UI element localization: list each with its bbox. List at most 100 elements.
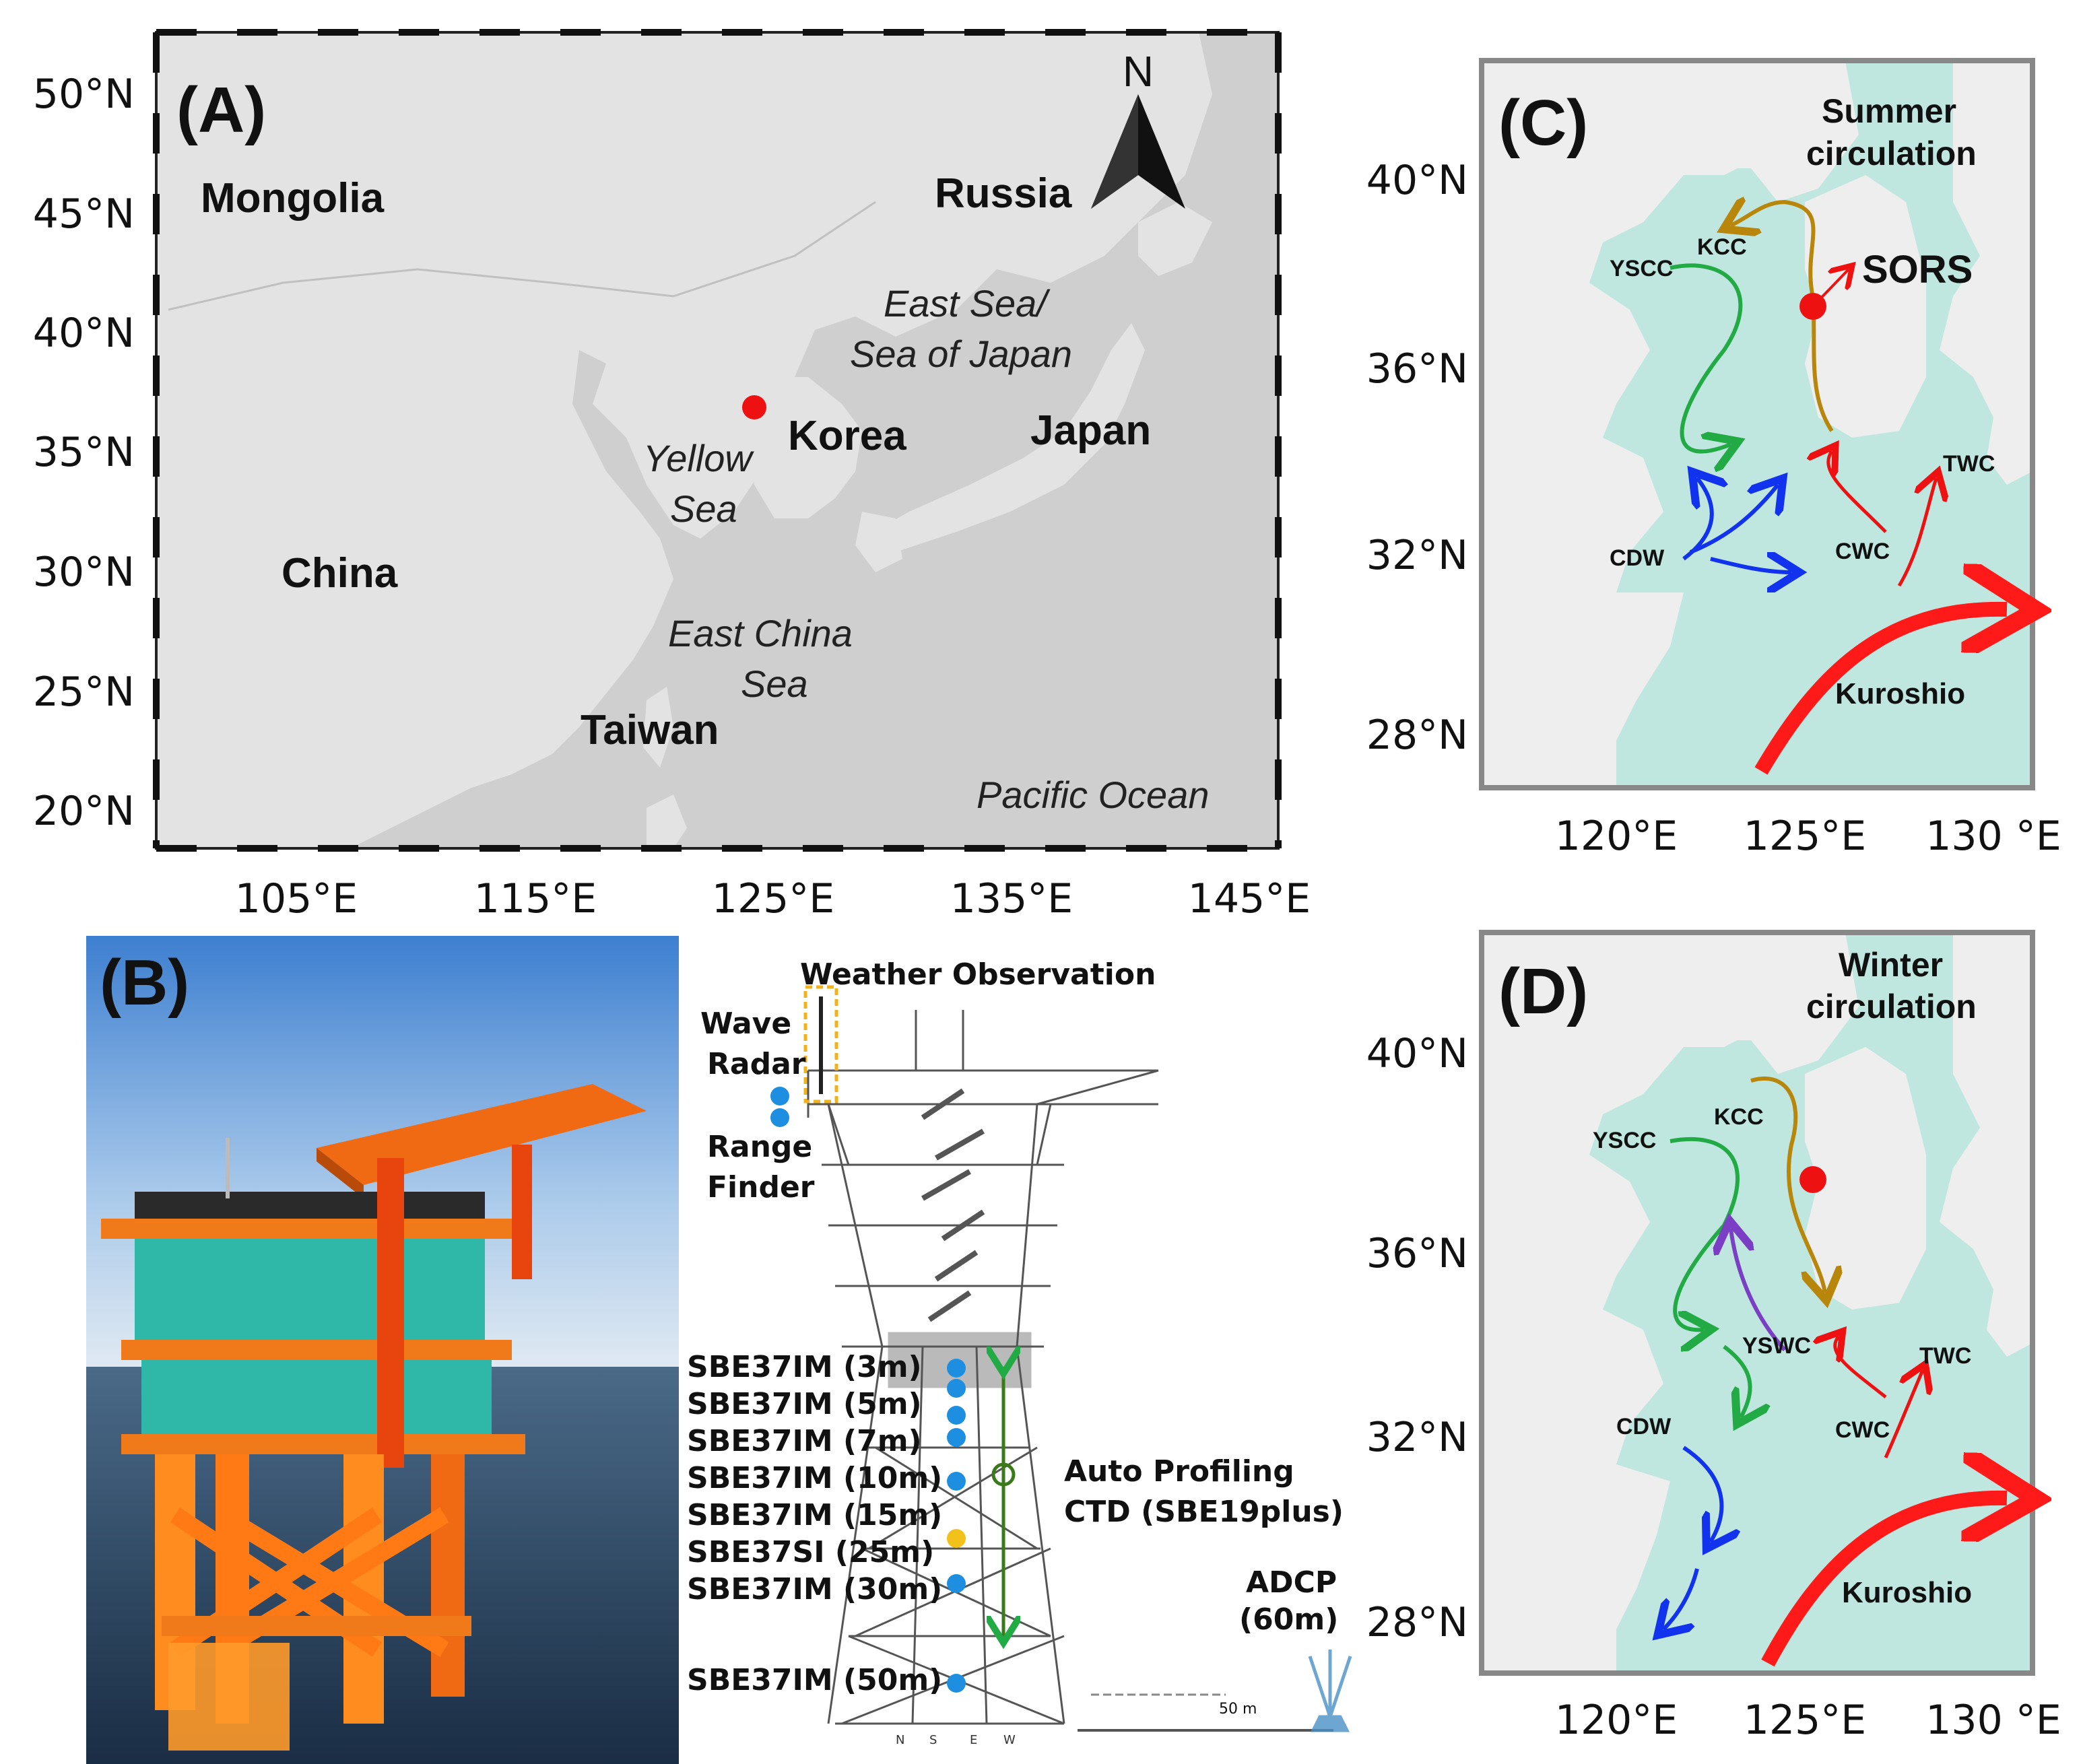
sors-label: SORS [1862,248,1973,292]
cdw-label-c: CDW [1610,545,1665,571]
sensor-label-8: SBE37IM (50m) [687,1663,942,1697]
distance-label: 50 m [1219,1701,1257,1718]
yswc-label-d: YSWC [1742,1333,1811,1359]
yswc-current-d [1731,1229,1787,1351]
panel-c-korea [1805,175,1926,438]
panel-d-lon-120: 120°E [1555,1697,1678,1744]
sensor-labels: SBE37IM (3m) SBE37IM (5m) SBE37IM (7m) S… [687,1350,942,1697]
lon-tick-125: 125°E [712,875,834,922]
cdw-label-d: CDW [1616,1414,1672,1439]
panel-a-kyushu [855,512,902,572]
lat-tick-25: 25°N [33,669,135,716]
lon-tick-135: 135°E [950,875,1073,922]
sensor-dots [947,1359,966,1693]
range-finder-line2: Finder [707,1170,815,1205]
cwc-label-c: CWC [1835,539,1890,564]
panel-a-mainland [156,32,1212,848]
lon-tick-105: 105°E [235,875,358,922]
sensor-label-3: SBE37IM (7m) [687,1424,922,1458]
twc-current-d [1884,1370,1923,1459]
sea-ecs-line1: East China [668,612,853,654]
panel-c-lat-40: 40°N [1366,157,1468,204]
ysc-label-c: YSCC [1610,256,1673,281]
cwc-label-d: CWC [1835,1417,1890,1443]
profiler-line1: Auto Profiling [1064,1454,1294,1489]
panel-c-lon-125: 125°E [1744,813,1866,860]
kcc-label-d: KCC [1714,1104,1764,1130]
country-russia: Russia [935,170,1072,217]
sensor-dot-2 [947,1379,966,1398]
panel-c-japan [1940,61,2032,485]
north-arrow: N [1091,47,1185,209]
sensor-dot-6 [947,1529,966,1548]
twc-label-d: TWC [1919,1343,1971,1369]
sensor-dot-4 [947,1428,966,1447]
kcc-current-c [1731,202,1834,432]
panel-d-frame [1479,930,2035,1676]
sea-ecs-line2: Sea [741,663,808,705]
cdw-current-d-2 [1663,1568,1699,1629]
panel-a-frame-ticks [153,29,1282,852]
panel-b-schematic: Weather Observation Wave Radar Range Fin… [687,957,1352,1747]
panel-c-map: (C) Summer circulation YSCC KCC SORS CDW… [1366,58,2061,860]
panel-a-label: (A) [176,74,266,146]
panel-c-title2: circulation [1806,135,1977,172]
panel-b-photo: (B) [86,936,679,1764]
adcp-line1: ADCP [1246,1565,1337,1600]
cdw-current-c-2 [1689,485,1778,554]
panel-d-lon-130: 130 °E [1925,1697,2061,1744]
sensor-label-4: SBE37IM (10m) [687,1461,942,1495]
panel-d-title1: Winter [1839,946,1943,984]
range-finder-line1: Range [707,1130,812,1164]
panel-c-lat-28: 28°N [1366,712,1468,759]
dir-w: W [1003,1733,1016,1747]
dir-n: N [896,1733,904,1747]
cdw-current-c-3 [1710,559,1791,572]
panel-b-label: (B) [100,947,189,1019]
panel-d-lat-40: 40°N [1366,1030,1468,1077]
wave-radar-line2: Radar [707,1047,806,1081]
country-mongolia: Mongolia [201,175,385,222]
twc-current-c [1897,478,1936,587]
panel-d-title2: circulation [1806,988,1977,1025]
panel-d-label: (D) [1498,955,1588,1027]
sea-yellow-line2: Sea [670,487,737,530]
adcp-line2: (60m) [1239,1602,1338,1637]
lat-tick-50: 50°N [33,71,135,118]
weather-obs-box [803,985,838,1104]
panel-a-lat-labels: 50°N 45°N 40°N 35°N 30°N 25°N 20°N [33,71,135,835]
panel-c-lon-130: 130 °E [1925,813,2061,860]
kuroshio-current-c [1754,609,2007,775]
sors-pointer [1812,269,1849,308]
wave-radar-sensor [770,1087,789,1106]
kuroshio-label-c: Kuroshio [1835,677,1965,710]
sea-east-line2: Sea of Japan [850,333,1072,375]
panel-d-map: (D) Winter circulation YSCC KCC YSWC CDW… [1366,930,2061,1744]
cwc-current-d [1835,1336,1887,1398]
country-japan: Japan [1030,407,1151,454]
ysc-current-c [1669,263,1740,451]
sensor-label-5: SBE37IM (15m) [687,1498,942,1532]
sea-pacific: Pacific Ocean [977,774,1210,816]
weather-obs-label: Weather Observation [800,957,1156,992]
panel-d-china [1482,932,1778,1673]
sensor-label-1: SBE37IM (3m) [687,1350,922,1384]
panel-d-lat-28: 28°N [1366,1599,1468,1646]
panel-a-korea [748,377,862,518]
sensor-dot-5 [947,1472,966,1491]
kcc-current-d [1750,1076,1825,1293]
panel-c-frame [1479,58,2035,790]
lat-tick-45: 45°N [33,191,135,238]
lat-tick-40: 40°N [33,310,135,357]
profiler-ctd [991,1462,1016,1487]
profiler-line2: CTD (SBE19plus) [1064,1495,1344,1529]
panel-c-lon-120: 120°E [1555,813,1678,860]
panel-a-taiwan [643,687,673,768]
panel-d-liaodong [1549,932,1859,1074]
sea-yellow-line1: Yellow [643,437,754,479]
panel-d-lon-125: 125°E [1744,1697,1866,1744]
panel-c-label: (C) [1498,87,1588,159]
sensor-label-2: SBE37IM (5m) [687,1387,922,1421]
wave-radar-line1: Wave [700,1007,791,1041]
country-taiwan: Taiwan [581,707,719,753]
